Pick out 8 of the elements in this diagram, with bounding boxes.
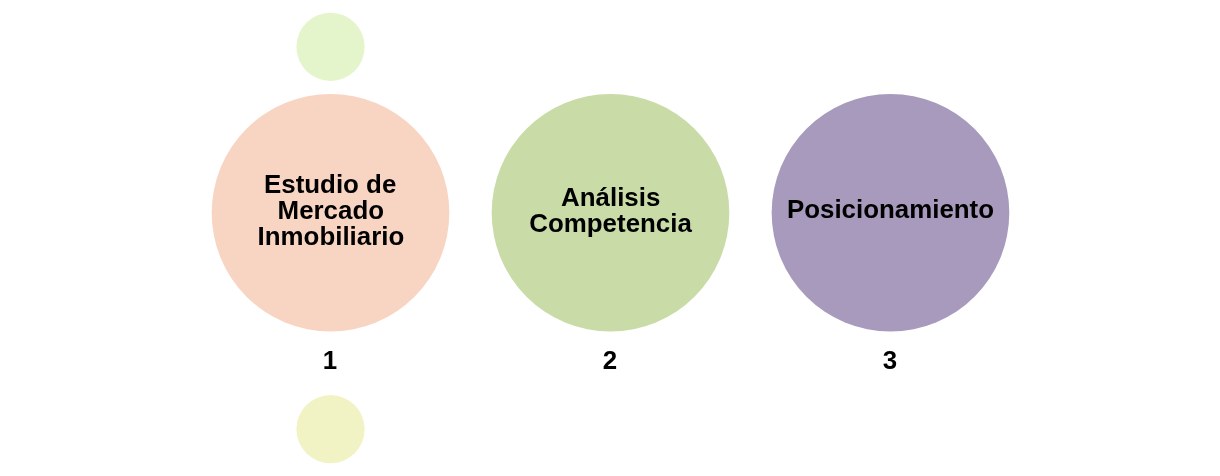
- node-label: 1: [322, 345, 337, 374]
- node-label: 2: [602, 345, 617, 374]
- node-circle: Estudio de Mercado Inmobiliario: [211, 93, 449, 332]
- node-circle: Posicionamiento: [771, 93, 1009, 332]
- node-circle: Análisis Competencia: [491, 93, 729, 332]
- node-circle: [295, 395, 365, 464]
- node-circle: [295, 12, 365, 81]
- node-label: 3: [882, 345, 897, 374]
